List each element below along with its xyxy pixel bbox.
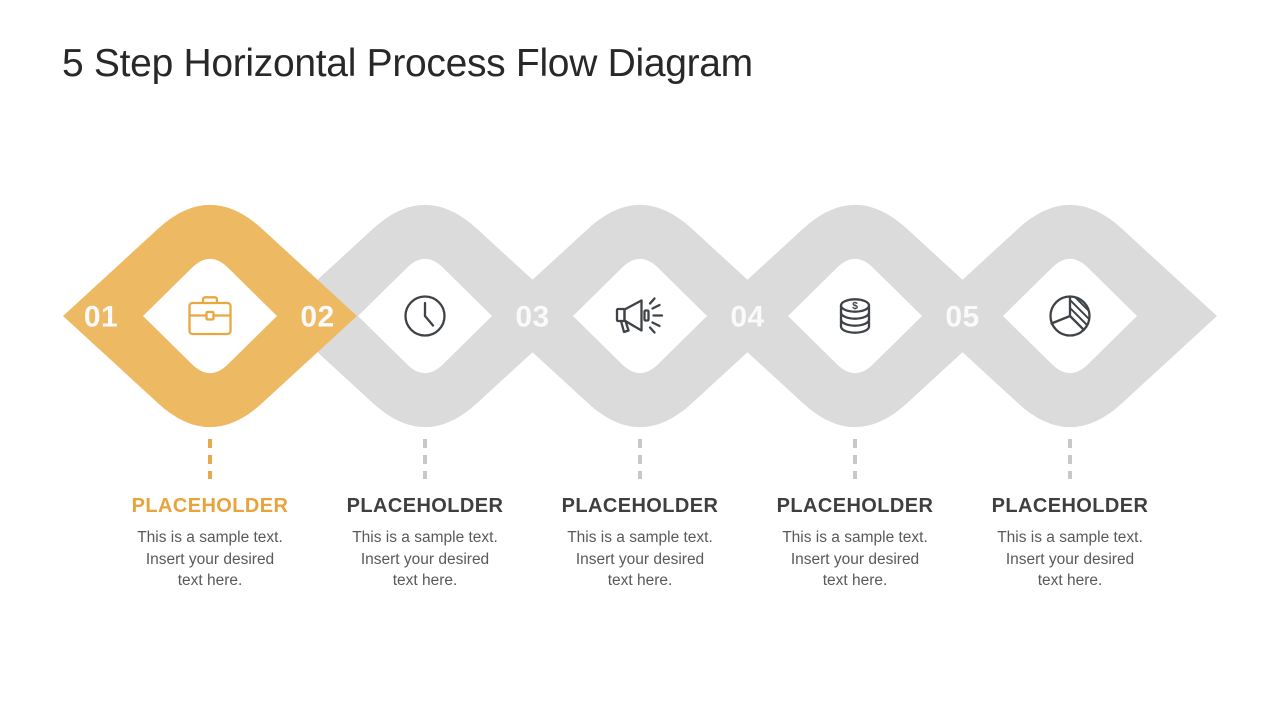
- step-5-connector-dashed-line: [1068, 439, 1072, 479]
- step-1-column: PLACEHOLDER This is a sample text. Inser…: [100, 439, 320, 592]
- step-2-description: This is a sample text. Insert your desir…: [352, 529, 498, 589]
- svg-text:$: $: [852, 300, 858, 312]
- step-1-connector-dashed-line: [208, 439, 212, 479]
- step-3-connector-dashed-line: [638, 439, 642, 479]
- step-3-inner-diamond: [573, 258, 707, 374]
- step-3-description: This is a sample text. Insert your desir…: [567, 529, 713, 589]
- step-2-number: 02: [300, 301, 334, 334]
- step-numbers: 01 02 03 04 05: [84, 301, 979, 334]
- process-flow-diagram: $: [63, 204, 1217, 428]
- step-4-description: This is a sample text. Insert your desir…: [782, 529, 928, 589]
- step-2-column: PLACEHOLDER This is a sample text. Inser…: [315, 439, 535, 592]
- step-4-number: 04: [730, 301, 764, 334]
- coins-icon: $: [839, 298, 871, 334]
- step-5-shape-group: [923, 204, 1217, 428]
- step-3-column: PLACEHOLDER This is a sample text. Inser…: [530, 439, 750, 592]
- step-5-description: This is a sample text. Insert your desir…: [997, 529, 1143, 589]
- step-5-label: PLACEHOLDER: [991, 495, 1149, 517]
- briefcase-icon: [188, 296, 232, 336]
- step-4-shape-group: $: [708, 204, 1002, 428]
- step-3-number: 03: [515, 301, 549, 334]
- step-3-label: PLACEHOLDER: [561, 495, 719, 517]
- clock-icon: [404, 295, 446, 337]
- step-4-label: PLACEHOLDER: [776, 495, 934, 517]
- step-1-description: This is a sample text. Insert your desir…: [137, 529, 283, 589]
- step-2-label: PLACEHOLDER: [346, 495, 504, 517]
- step-2-shape-group: [278, 204, 572, 428]
- step-4-connector-dashed-line: [853, 439, 857, 479]
- step-1-label: PLACEHOLDER: [131, 495, 289, 517]
- step-4-inner-diamond: [788, 258, 922, 374]
- slide-title: 5 Step Horizontal Process Flow Diagram: [62, 42, 753, 85]
- step-3-shape-group: [493, 204, 787, 428]
- step-5-column: PLACEHOLDER This is a sample text. Inser…: [960, 439, 1180, 592]
- step-1-shape-group: [63, 204, 357, 428]
- step-2-connector-dashed-line: [423, 439, 427, 479]
- step-1-number: 01: [84, 301, 118, 334]
- step-5-number: 05: [945, 301, 979, 334]
- step-4-column: PLACEHOLDER This is a sample text. Inser…: [745, 439, 965, 592]
- megaphone-icon: [615, 297, 664, 334]
